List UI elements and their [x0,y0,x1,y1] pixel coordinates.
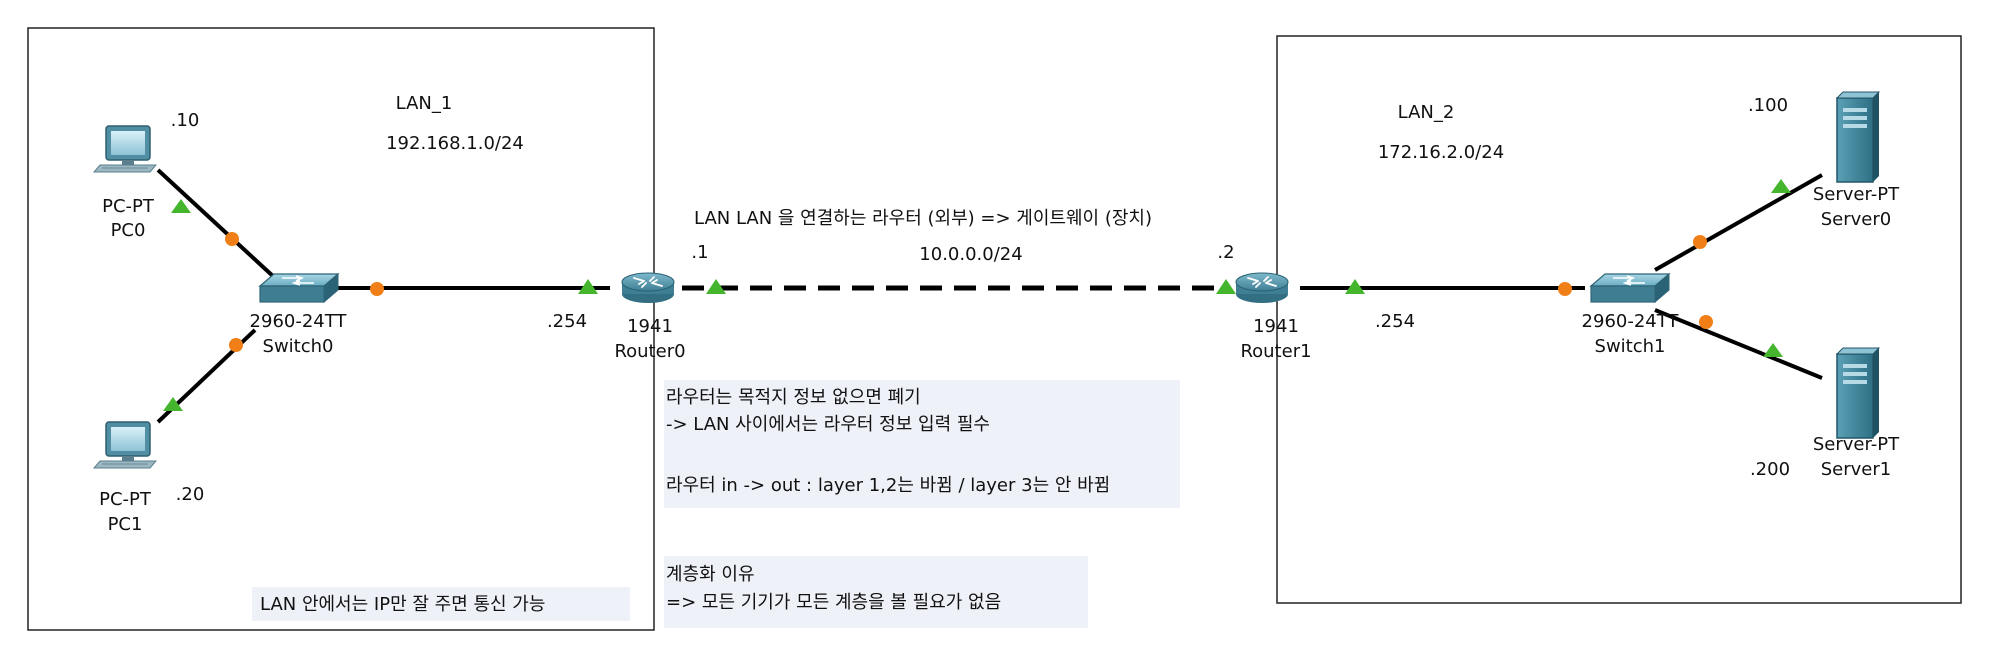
wan-caption: LAN LAN 을 연결하는 라우터 (외부) => 게이트웨이 (장치) [694,208,1152,229]
link-dot-switch1-server0 [1693,235,1707,249]
link-tri-server0 [1771,179,1791,193]
pc0-icon[interactable] [93,125,157,173]
lan1-network: 192.168.1.0/24 [386,133,524,154]
link-dot-switch1-router1 [1558,282,1572,296]
lan1-frame [27,27,655,631]
note-hier-2: => 모든 기기가 모든 계층을 볼 필요가 없음 [666,592,1001,613]
router1-icon[interactable] [1235,272,1289,304]
lan2-frame [1276,35,1962,604]
link-tri-router1-lan [1345,279,1365,294]
wan-right-ip: .2 [1217,242,1234,263]
note-hier-1: 계층화 이유 [666,564,755,585]
wan-network: 10.0.0.0/24 [919,244,1022,265]
router0-name: Router0 [614,341,685,362]
cable-switch1-server1[interactable] [1654,308,1823,380]
router0-model: 1941 [627,316,673,337]
hier-note-bg [664,556,1088,628]
link-tri-router1-wan [1216,279,1236,294]
router0-lan-ip: .254 [547,311,587,332]
server1-ip: .200 [1750,459,1790,480]
link-dot-switch0-pc0 [225,232,239,246]
switch1-icon[interactable] [1590,273,1670,303]
server1-icon[interactable] [1836,347,1880,439]
link-dot-switch0-pc1 [229,338,243,352]
pc0-name: PC0 [111,220,146,241]
link-dot-switch0-router0 [370,282,384,296]
switch0-model: 2960-24TT [250,311,348,332]
pc1-model: PC-PT [99,489,152,510]
link-tri-router0-wan [706,279,726,294]
router-note-bg [664,380,1180,508]
note-router-drop-1: 라우터는 목적지 정보 없으면 폐기 [666,387,921,408]
link-tri-pc1 [163,397,183,411]
router1-name: Router1 [1240,341,1311,362]
server0-icon[interactable] [1836,91,1880,183]
cable-pc0-switch0[interactable] [156,168,277,280]
switch0-icon[interactable] [259,273,339,303]
switch0-name: Switch0 [263,336,334,357]
pc1-name: PC1 [108,514,143,535]
lan2-name: LAN_2 [1398,102,1455,123]
link-tri-router0-lan [578,279,598,294]
lan1-note-bg [252,587,630,621]
note-router-drop-2: -> LAN 사이에서는 라우터 정보 입력 필수 [666,414,990,435]
router1-lan-ip: .254 [1375,311,1415,332]
server0-name: Server0 [1821,209,1891,230]
lan2-network: 172.16.2.0/24 [1378,142,1504,163]
router1-model: 1941 [1253,316,1299,337]
lan1-note: LAN 안에서는 IP만 잘 주면 통신 가능 [260,594,545,615]
switch1-name: Switch1 [1595,336,1666,357]
server1-model: Server-PT [1813,434,1900,455]
server0-model: Server-PT [1813,184,1900,205]
link-dot-switch1-server1 [1699,315,1713,329]
switch1-model: 2960-24TT [1582,311,1680,332]
pc0-model: PC-PT [102,196,155,217]
lan1-name: LAN_1 [396,93,453,114]
pc1-ip: .20 [176,484,205,505]
note-layers: 라우터 in -> out : layer 1,2는 바뀜 / layer 3는… [666,475,1110,496]
router0-icon[interactable] [621,272,675,304]
wan-left-ip: .1 [691,242,708,263]
server1-name: Server1 [1821,459,1891,480]
link-tri-server1 [1763,343,1783,357]
cable-switch1-server0[interactable] [1654,173,1823,272]
pc1-icon[interactable] [93,421,157,469]
server0-ip: .100 [1748,95,1788,116]
link-tri-pc0 [171,199,191,213]
pc0-ip: .10 [171,110,200,131]
